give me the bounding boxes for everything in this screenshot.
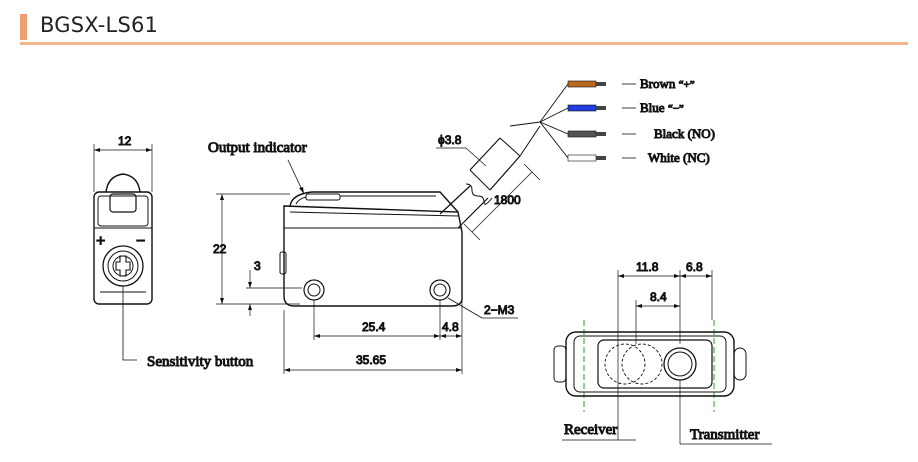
wire-white: White (NC) (567, 150, 710, 166)
wire-legend: Brown “+” Blue “−” Black (NO) White (NC) (567, 76, 716, 166)
wire-black-label: Black (NO) (654, 126, 715, 141)
plus-symbol: + (96, 233, 105, 250)
label-output-indicator: Output indicator (208, 140, 307, 156)
receiver-lens (604, 343, 646, 385)
front-view: 12 + − Sensitivity button (93, 134, 254, 371)
dim-cable-length: 1800 (494, 193, 521, 207)
dim-screw: 2−M3 (484, 303, 515, 317)
mount-hole-right (429, 279, 451, 301)
wire-brown: Brown “+” (567, 76, 695, 92)
dim-rx-tx-spacing: 11.8 (636, 260, 659, 274)
dim-cable-diameter: ϕ3.8 (438, 133, 462, 147)
dim-edge-offset: 4.8 (442, 320, 459, 334)
minus-symbol: − (136, 233, 145, 250)
page-title: BGSX-LS61 (40, 13, 159, 37)
sensitivity-knob (102, 245, 144, 287)
dim-tx-offset: 6.8 (686, 260, 703, 274)
dim-length: 35.65 (356, 353, 386, 367)
mount-hole-left (303, 279, 325, 301)
wire-blue-label: Blue “−” (640, 100, 684, 115)
wire-white-label: White (NC) (648, 150, 710, 165)
dim-hole-spacing: 25.4 (362, 320, 386, 334)
section-header: BGSX-LS61 (20, 8, 908, 45)
wire-blue: Blue “−” (567, 100, 684, 116)
header-accent-bar (20, 14, 27, 40)
wire-black: Black (NO) (567, 126, 716, 142)
dim-lens-width: 8.4 (650, 290, 667, 304)
label-sensitivity-button: Sensitivity button (147, 354, 254, 370)
dim-height: 22 (213, 242, 227, 256)
lens-view: 11.8 6.8 8.4 Receiver Transmitter (553, 260, 772, 445)
header-rule (20, 42, 908, 45)
dim-hole-offset: 3 (254, 259, 261, 273)
label-receiver: Receiver (564, 422, 617, 438)
side-view: Output indicator 22 3 2−M3 (208, 83, 569, 374)
transmitter-lens (663, 347, 697, 381)
label-transmitter: Transmitter (690, 427, 759, 443)
dim-width-side: 12 (118, 134, 132, 148)
wire-brown-label: Brown “+” (640, 76, 695, 91)
